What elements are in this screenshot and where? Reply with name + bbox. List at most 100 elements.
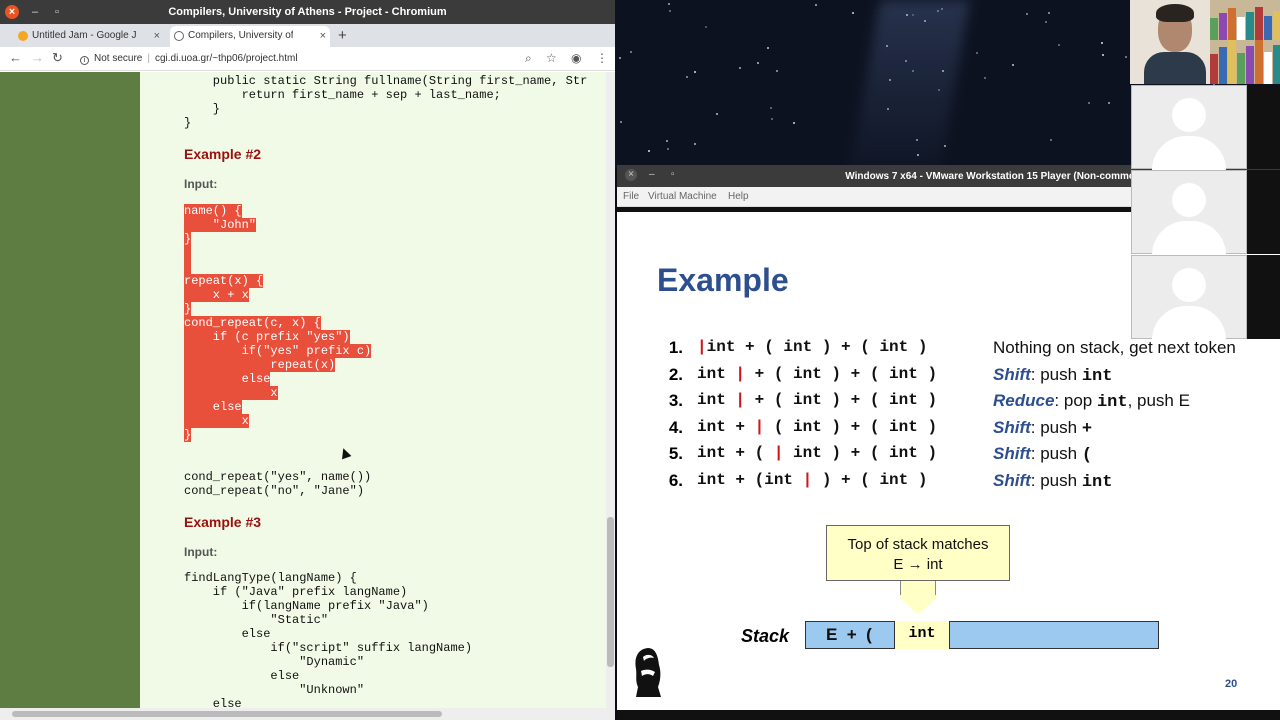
tab-label: Compilers, University of A	[188, 30, 293, 41]
book	[1228, 40, 1236, 84]
selected-code-line: }	[184, 302, 371, 316]
person-body	[1144, 52, 1206, 84]
example2-heading: Example #2	[184, 146, 262, 162]
book	[1228, 8, 1236, 40]
example3-code: findLangType(langName) { if ("Java" pref…	[184, 571, 473, 708]
step-description: Nothing on stack, get next token	[993, 338, 1236, 357]
kebab-menu-icon[interactable]: ⋮	[596, 51, 608, 65]
vmware-menubar: File Virtual Machine Help	[617, 187, 1280, 207]
star-icon[interactable]: ☆	[546, 51, 557, 65]
menu-file[interactable]: File	[623, 191, 640, 202]
star	[905, 60, 907, 62]
step-action: Shift	[993, 470, 1031, 490]
step-expression: |int + ( int ) + ( int )	[697, 338, 928, 356]
reload-icon[interactable]: ↻	[52, 50, 63, 65]
star	[924, 20, 926, 22]
scrollbar-thumb[interactable]	[12, 711, 442, 717]
star	[1045, 21, 1047, 23]
project-page: public static String fullname(String fir…	[140, 72, 606, 708]
star	[1012, 64, 1014, 66]
book	[1264, 16, 1272, 40]
scrollbar-thumb[interactable]	[607, 517, 614, 667]
book	[1219, 47, 1227, 84]
horizontal-scrollbar[interactable]	[0, 708, 615, 720]
example3-heading: Example #3	[184, 514, 262, 530]
star	[619, 57, 621, 59]
tab-untitled-jam[interactable]: Untitled Jam - Google Jam ×	[14, 26, 164, 47]
menu-help[interactable]: Help	[728, 191, 749, 202]
maximize-icon[interactable]: ▫	[55, 6, 59, 18]
book	[1246, 46, 1254, 84]
close-tab-icon[interactable]: ×	[319, 30, 326, 42]
selection-highlight: x	[184, 386, 278, 400]
star	[912, 14, 914, 16]
profile-icon[interactable]: ◉	[571, 51, 582, 65]
step-token: +	[1081, 419, 1093, 439]
callout-line-1: Top of stack matches	[847, 536, 989, 553]
parse-cursor: |	[735, 391, 746, 409]
selected-code-line: repeat(x)	[184, 358, 371, 372]
minimize-icon[interactable]: –	[31, 6, 39, 18]
zoom-icon[interactable]: ⌕	[525, 51, 532, 65]
selection-highlight: else	[184, 400, 242, 414]
minimize-icon[interactable]: –	[649, 169, 655, 180]
close-icon[interactable]: ×	[625, 169, 637, 181]
star	[793, 122, 795, 124]
tab-compilers-project[interactable]: Compilers, University of A ×	[170, 26, 330, 47]
selection-highlight: x + x	[184, 288, 249, 302]
book	[1210, 18, 1218, 40]
example2-input-label: Input:	[184, 177, 218, 191]
url-text: cgi.di.uoa.gr/~thp06/project.html	[154, 53, 298, 64]
page-viewport[interactable]: public static String fullname(String fir…	[0, 72, 615, 708]
selection-highlight	[184, 260, 192, 274]
new-tab-button[interactable]: +	[338, 27, 347, 44]
maximize-icon[interactable]: ▫	[671, 169, 675, 180]
close-icon[interactable]: ×	[5, 5, 19, 19]
guest-top-border	[617, 207, 1280, 212]
step-action: Reduce	[993, 391, 1055, 410]
participant-tile[interactable]	[1131, 170, 1247, 255]
jamboard-icon	[18, 31, 28, 41]
window-title: Compilers, University of Athens - Projec…	[168, 6, 447, 18]
callout-arrow	[900, 581, 936, 595]
step-token: int	[1081, 366, 1113, 386]
star	[1048, 12, 1050, 14]
participant-video[interactable]	[1130, 0, 1280, 84]
forward-arrow-icon[interactable]: →	[31, 50, 44, 65]
avatar-icon	[1172, 268, 1206, 302]
stack-bar: E + ( int	[805, 621, 1159, 649]
chromium-titlebar: × – ▫ Compilers, University of Athens - …	[0, 0, 615, 24]
back-arrow-icon[interactable]: ←	[9, 50, 22, 65]
tile-margin	[1247, 170, 1280, 254]
selected-code-line: x + x	[184, 288, 371, 302]
step-description: Shift: push int	[993, 364, 1113, 386]
step-action: Shift	[993, 444, 1031, 463]
selection-highlight: if (c prefix "yes")	[184, 330, 350, 344]
close-tab-icon[interactable]: ×	[153, 30, 160, 42]
selection-highlight: }	[184, 428, 192, 442]
star	[757, 62, 759, 64]
star	[620, 121, 622, 123]
star	[1102, 54, 1104, 56]
star	[1101, 42, 1103, 44]
info-icon[interactable]: i	[80, 56, 89, 65]
parse-cursor: |	[735, 364, 746, 383]
step-token: int	[1081, 472, 1113, 492]
star	[776, 70, 778, 72]
slide-title: Example	[657, 262, 789, 298]
menu-virtual-machine[interactable]: Virtual Machine	[648, 191, 717, 202]
step-expression: int | + ( int ) + ( int )	[697, 391, 938, 409]
book	[1219, 13, 1227, 40]
star	[1088, 102, 1090, 104]
chromium-window: × – ▫ Compilers, University of Athens - …	[0, 0, 615, 720]
selected-code-line: x	[184, 414, 371, 428]
star	[944, 145, 946, 147]
participant-tile[interactable]	[1131, 85, 1247, 170]
example2-selected-code[interactable]: name() { "John"} repeat(x) { x + x}cond_…	[184, 204, 372, 442]
vertical-scrollbar[interactable]	[606, 72, 615, 708]
step-number: 2.	[668, 364, 683, 384]
selection-highlight: }	[184, 302, 192, 316]
book	[1237, 17, 1245, 40]
participant-tile[interactable]	[1131, 255, 1247, 340]
